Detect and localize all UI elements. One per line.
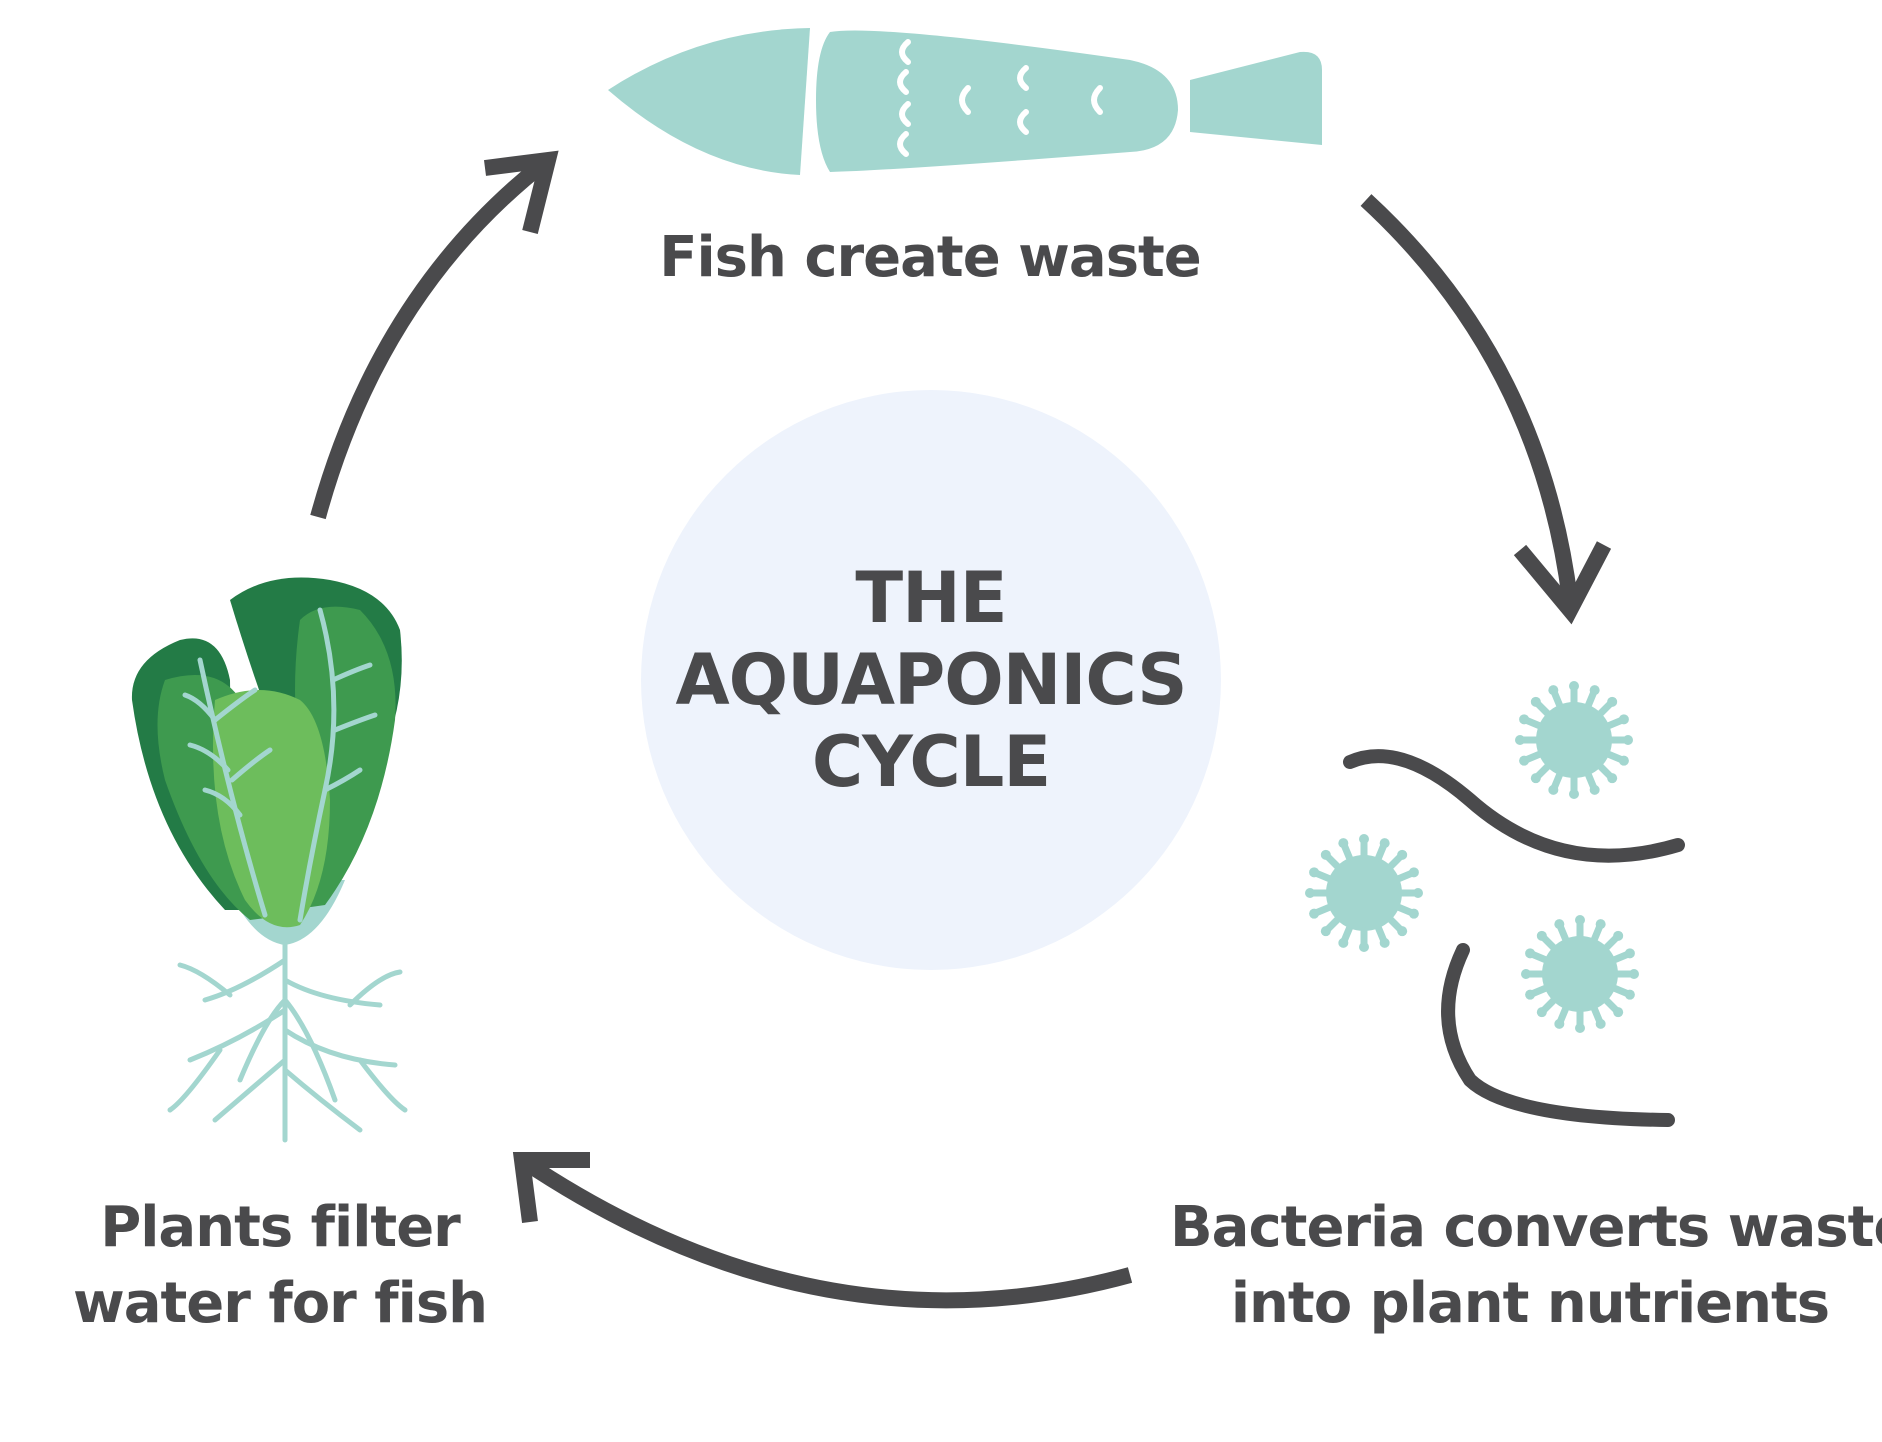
cycle-title: THE AQUAPONICS CYCLE	[641, 390, 1221, 970]
bacteria-spike-tip	[1624, 989, 1635, 1000]
bacteria-spike-tip	[1624, 948, 1635, 959]
bacteria-spike-tip	[1515, 735, 1525, 745]
bacteria-spike-tip	[1525, 989, 1536, 1000]
bacteria-spike-tip	[1320, 926, 1331, 937]
bacteria-spike-tip	[1408, 867, 1419, 878]
bacteria-spike-tip	[1595, 919, 1606, 930]
lettuce-icon	[131, 577, 408, 1143]
bacteria-spike-tip	[1379, 838, 1390, 849]
bacteria-spike-tip	[1589, 784, 1600, 795]
center-circle	[641, 390, 1221, 970]
bacteria-spike-tip	[1408, 908, 1419, 919]
bacteria-icon	[1305, 681, 1685, 1127]
bacteria-spike-tip	[1519, 714, 1530, 725]
cycle-title-line: CYCLE	[811, 721, 1051, 803]
bacteria-spike-tip	[1521, 969, 1531, 979]
bacteria-spike-tip	[1629, 969, 1639, 979]
bacteria-spike-tip	[1575, 915, 1585, 925]
cycle-title-line: THE	[855, 557, 1007, 639]
bacteria-spike-tip	[1554, 919, 1565, 930]
step-label-fish: Fish create waste	[620, 230, 1240, 286]
bacteria-spike-tip	[1554, 1018, 1565, 1029]
arrow-plants-to-fish	[310, 150, 559, 520]
step-label-line: water for fish	[72, 1271, 488, 1336]
bacteria-spike-tip	[1607, 773, 1618, 784]
bacteria-spike-tip	[1613, 1007, 1624, 1018]
bacteria-spike-tip	[1309, 908, 1320, 919]
step-label-line: Bacteria converts waste	[1170, 1195, 1882, 1260]
bacteria-spike-tip	[1607, 696, 1618, 707]
bacteria-spike-tip	[1397, 926, 1408, 937]
bacteria-spike-tip	[1413, 888, 1423, 898]
bacteria-spike-tip	[1618, 714, 1629, 725]
fish-icon	[608, 28, 1322, 175]
bacteria-spike-tip	[1575, 1023, 1585, 1033]
step-label-line: Plants filter	[100, 1195, 461, 1260]
step-label-line: Fish create waste	[659, 225, 1202, 290]
bacteria-spike-tip	[1569, 789, 1579, 799]
bacteria-spike-tip	[1338, 838, 1349, 849]
bacteria-spike-tip	[1536, 1007, 1547, 1018]
step-label-plants: Plants filter water for fish	[40, 1190, 520, 1342]
bacteria-spike-tip	[1530, 696, 1541, 707]
bacteria-spike-tip	[1536, 930, 1547, 941]
bacteria-spike-tip	[1623, 735, 1633, 745]
bacteria-spike-tip	[1548, 784, 1559, 795]
step-label-line: into plant nutrients	[1230, 1271, 1830, 1336]
bacteria-spike-tip	[1379, 937, 1390, 948]
bacteria-spike-tip	[1548, 685, 1559, 696]
bacteria-spike-tip	[1519, 755, 1530, 766]
bacteria-spike-tip	[1309, 867, 1320, 878]
bacteria-spike-tip	[1359, 834, 1369, 844]
bacteria-spike-tip	[1613, 930, 1624, 941]
arrow-bacteria-to-plants	[512, 1152, 1133, 1309]
bacteria-spike-tip	[1595, 1018, 1606, 1029]
cycle-title-line: AQUAPONICS	[675, 639, 1187, 721]
bacteria-spike-tip	[1305, 888, 1315, 898]
bacteria-spike-tip	[1589, 685, 1600, 696]
step-label-bacteria: Bacteria converts waste into plant nutri…	[1170, 1190, 1882, 1342]
bacteria-spike-tip	[1525, 948, 1536, 959]
arrow-fish-to-bacteria	[1360, 194, 1612, 625]
bacteria-spike-tip	[1338, 937, 1349, 948]
bacteria-spike-tip	[1530, 773, 1541, 784]
bacteria-spike-tip	[1618, 755, 1629, 766]
bacteria-spike-tip	[1397, 849, 1408, 860]
bacteria-spike-tip	[1569, 681, 1579, 691]
bacteria-spike-tip	[1359, 942, 1369, 952]
bacteria-spike-tip	[1320, 849, 1331, 860]
